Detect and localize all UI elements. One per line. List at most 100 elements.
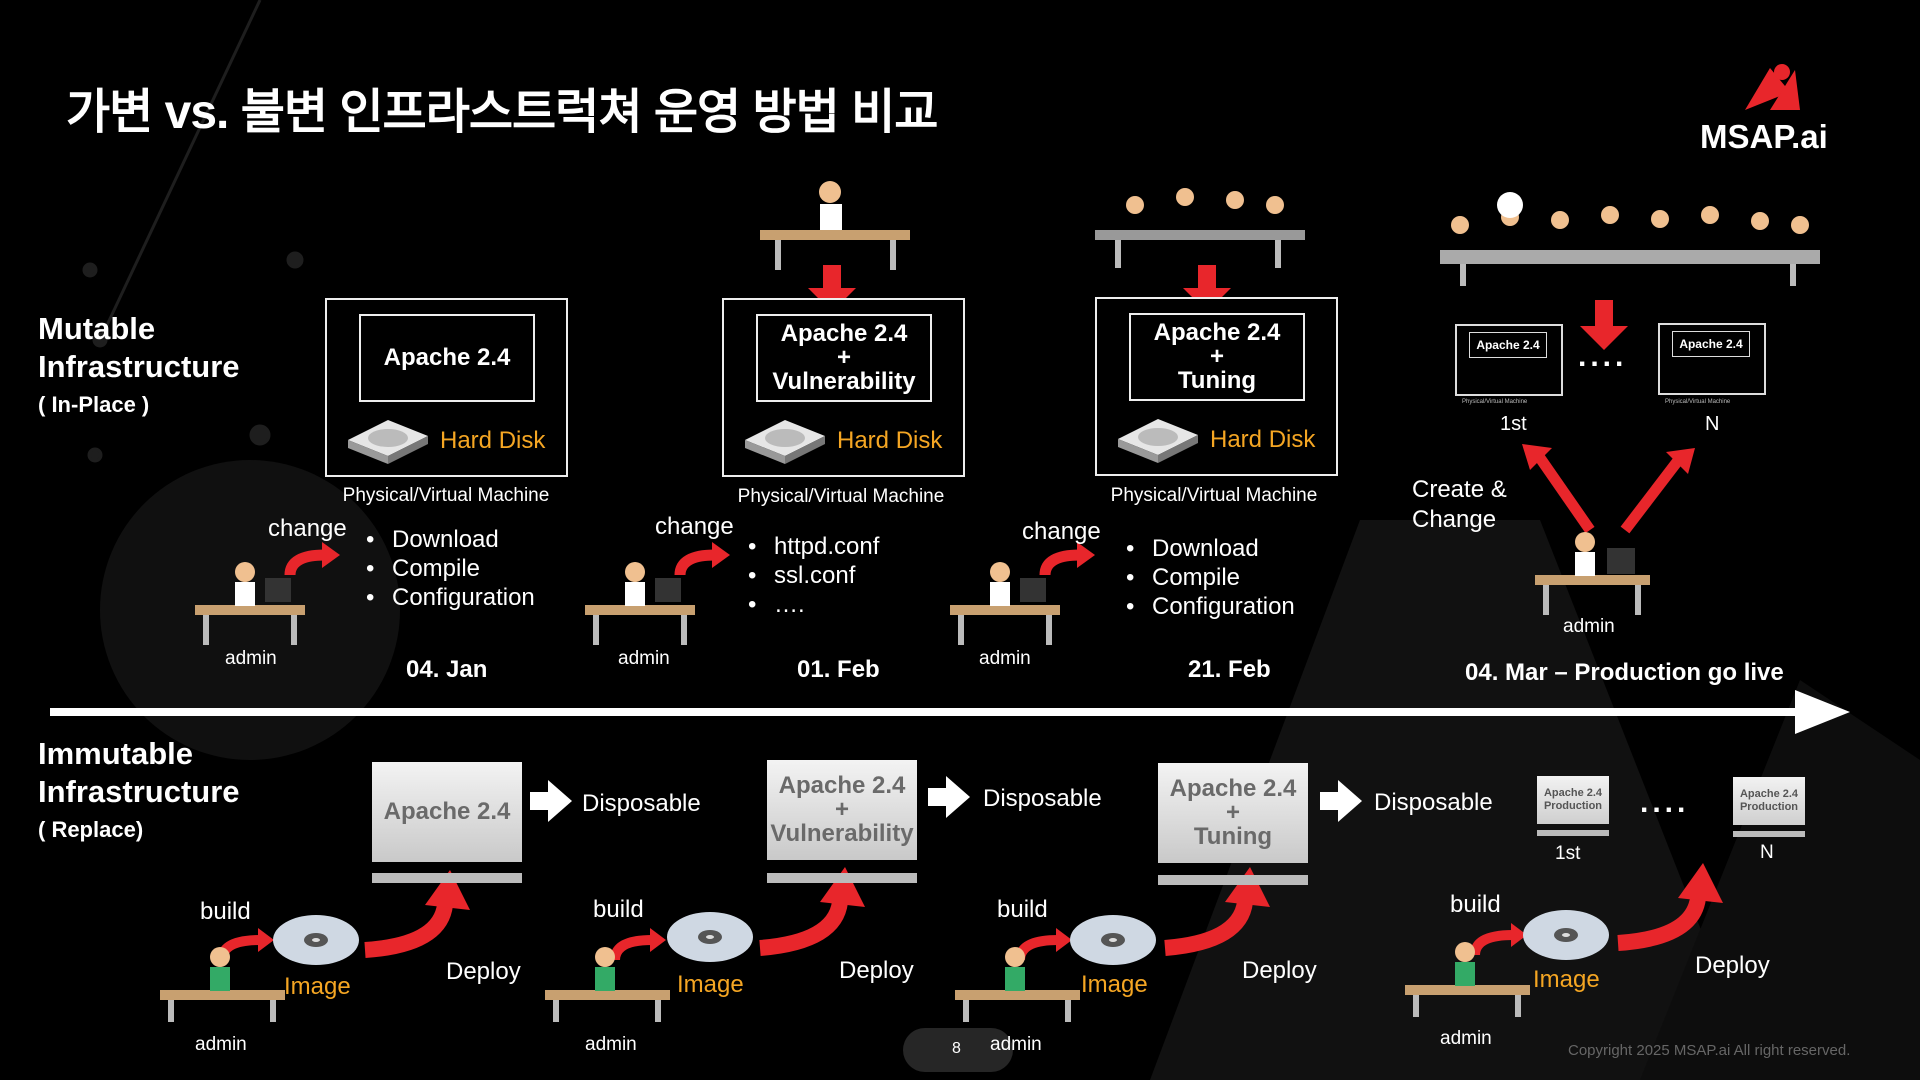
image-label: Image: [284, 973, 351, 1000]
list-item: httpd.conf: [748, 532, 879, 561]
date-feb21: 21. Feb: [1188, 656, 1271, 683]
disposable-label: Disposable: [1374, 789, 1493, 816]
hard-disk-icon: [1118, 419, 1198, 463]
production-slider-last: [1733, 831, 1805, 837]
hard-disk-icon: [348, 420, 428, 464]
production-vm-last: Apache 2.4: [1658, 323, 1766, 395]
steps-list-jan: Download Compile Configuration: [366, 525, 535, 612]
production-slider-first: [1537, 830, 1609, 836]
list-item: ….: [748, 590, 879, 619]
disposable-label: Disposable: [582, 790, 701, 817]
list-item: Compile: [1126, 563, 1295, 592]
build-label: build: [200, 898, 251, 925]
change-label: change: [655, 513, 734, 540]
machine-label: Physical/Virtual Machine: [342, 485, 550, 506]
hard-disk-label: Hard Disk: [837, 427, 943, 454]
vm-caption: Physical/Virtual Machine: [1462, 399, 1528, 405]
machine-box-feb21: Apache 2.4 + Tuning Hard Disk: [1095, 297, 1338, 476]
create-line2: Change: [1412, 506, 1497, 533]
mini-line2: Production: [1543, 800, 1603, 812]
app-line1: Apache 2.4: [1153, 319, 1281, 346]
create-change-label: Create & Change: [1412, 475, 1507, 535]
production-ellipsis: ....: [1640, 786, 1690, 819]
hard-disk-label: Hard Disk: [1210, 426, 1316, 453]
hard-disk-label: Hard Disk: [440, 427, 546, 454]
mini-line1: Apache 2.4: [1543, 787, 1603, 799]
steps-list-feb1: httpd.conf ssl.conf ….: [748, 532, 879, 619]
deploy-label: Deploy: [1242, 957, 1317, 984]
image-box-1: Apache 2.4: [372, 762, 522, 862]
production-image-first: Apache 2.4 Production: [1537, 776, 1609, 824]
logo-mark: [1745, 64, 1800, 110]
slider-3: [1158, 875, 1308, 885]
page-pill: [903, 1028, 1013, 1072]
immutable-heading-line2: Infrastructure: [38, 774, 240, 809]
immutable-heading: Immutable Infrastructure ( Replace): [38, 735, 240, 849]
box-line3: Vulnerability: [770, 820, 914, 847]
date-jan: 04. Jan: [406, 656, 488, 683]
app-line2: +: [1209, 343, 1224, 370]
admin-label: admin: [195, 1034, 247, 1055]
slider-2: [767, 873, 917, 883]
immutable-heading-line1: Immutable: [38, 736, 194, 771]
box-line1: Apache 2.4: [1169, 775, 1297, 802]
box-line2: +: [834, 796, 849, 823]
page-title: 가변 vs. 불변 인프라스트럭쳐 운영 방법 비교: [66, 86, 938, 139]
image-label: Image: [677, 971, 744, 998]
box-line3: Tuning: [1193, 823, 1273, 850]
list-item: Download: [366, 525, 535, 554]
machine-box-feb1: Apache 2.4 + Vulnerability Hard Disk: [722, 298, 965, 477]
date-production: 04. Mar – Production go live: [1465, 659, 1784, 686]
create-arrows: [1533, 451, 1685, 534]
disposable-label: Disposable: [983, 785, 1102, 812]
disposable-arrows: [530, 776, 1362, 822]
slider-1: [372, 873, 522, 883]
deploy-arrows: [364, 896, 1706, 958]
app-box-jan: Apache 2.4: [359, 314, 535, 402]
app-line1: Apache 2.4: [383, 344, 511, 371]
production-first-label: 1st: [1555, 843, 1581, 864]
admin-label: admin: [585, 1034, 637, 1055]
vm-last-label: N: [1705, 413, 1720, 435]
admin-label: admin: [979, 648, 1031, 669]
mini-line2: Production: [1739, 801, 1799, 813]
app-line3: Vulnerability: [772, 368, 916, 395]
deploy-label: Deploy: [1695, 952, 1770, 979]
vm-first-label: 1st: [1500, 413, 1527, 435]
production-vm-first: Apache 2.4: [1455, 324, 1563, 396]
admin-label: admin: [1563, 616, 1615, 637]
image-box-2: Apache 2.4 + Vulnerability: [767, 760, 917, 860]
hard-disk-icon: [745, 420, 825, 464]
box-line2: +: [1225, 799, 1240, 826]
mini-line1: Apache 2.4: [1739, 788, 1799, 800]
change-label: change: [1022, 518, 1101, 545]
app-box-feb21: Apache 2.4 + Tuning: [1129, 313, 1305, 401]
image-box-3: Apache 2.4 + Tuning: [1158, 763, 1308, 863]
build-label: build: [593, 896, 644, 923]
machine-label: Physical/Virtual Machine: [1110, 485, 1318, 506]
mutable-heading-line1: Mutable: [38, 311, 156, 346]
admin-label: admin: [618, 648, 670, 669]
deploy-label: Deploy: [839, 957, 914, 984]
list-item: Configuration: [1126, 592, 1295, 621]
box-line1: Apache 2.4: [383, 798, 511, 825]
list-item: ssl.conf: [748, 561, 879, 590]
mutable-heading-sub: ( In-Place ): [38, 392, 150, 417]
logo: MSAP.ai: [1700, 118, 1828, 155]
list-item: Configuration: [366, 583, 535, 612]
admin-label: admin: [1440, 1028, 1492, 1049]
vm-ellipsis: ....: [1578, 340, 1628, 373]
machine-box-jan: Apache 2.4 Hard Disk: [325, 298, 568, 477]
immutable-heading-sub: ( Replace): [38, 817, 144, 842]
timeline-arrowhead: [1795, 690, 1850, 734]
create-line1: Create &: [1412, 476, 1507, 503]
mutable-heading-line2: Infrastructure: [38, 349, 240, 384]
date-feb1: 01. Feb: [797, 656, 880, 683]
vm-label: Apache 2.4: [1469, 332, 1547, 358]
disc-icons: [273, 910, 1609, 965]
mutable-heading: Mutable Infrastructure ( In-Place ): [38, 310, 240, 424]
build-label: build: [1450, 891, 1501, 918]
vm-caption: Physical/Virtual Machine: [1665, 399, 1731, 405]
list-item: Compile: [366, 554, 535, 583]
